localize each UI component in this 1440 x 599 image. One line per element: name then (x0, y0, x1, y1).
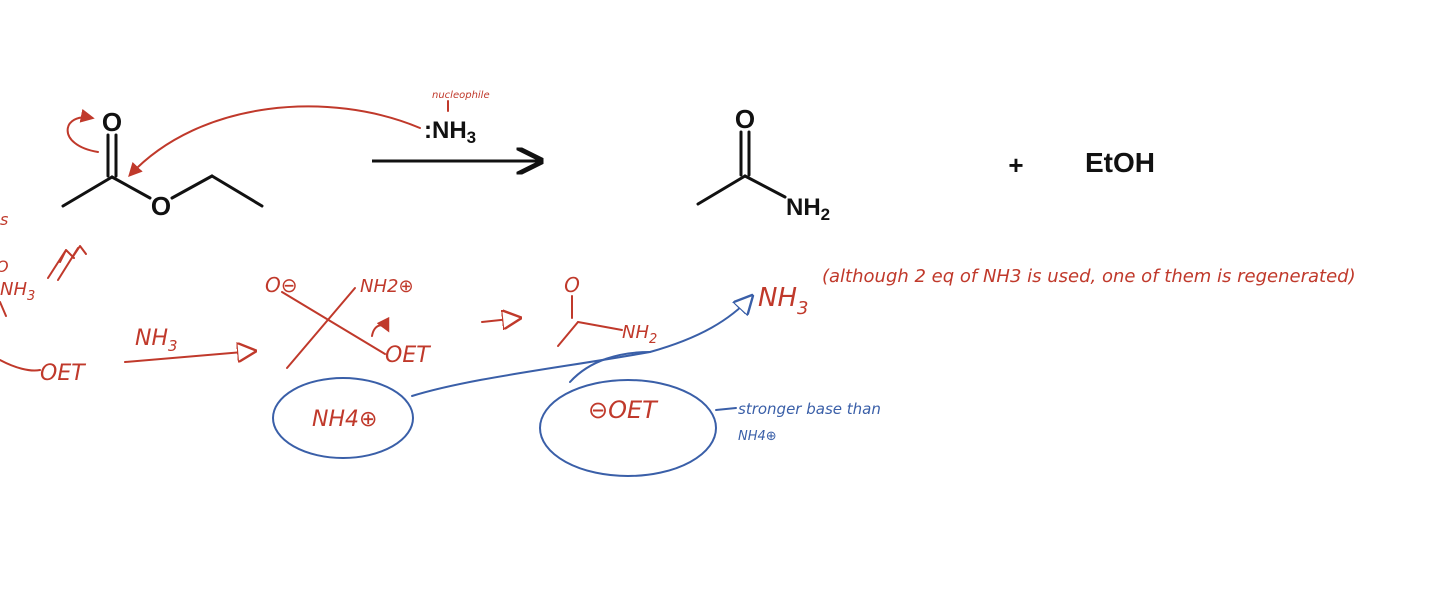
left-side-mark: s (0, 210, 8, 229)
intermediate-bond-2 (281, 291, 386, 355)
ethoxide-circle (539, 379, 717, 477)
leaving-group-arrow (371, 316, 390, 337)
proton-transfer-arrow (411, 296, 752, 397)
product-bond-c-n (743, 174, 787, 199)
base-note-line-1: stronger base than (738, 400, 881, 418)
mechanism-product-cn (577, 321, 623, 331)
product-nh2: NH2 (786, 194, 830, 224)
step-arrow-2 (481, 318, 520, 322)
left-o-mark: O (0, 257, 9, 276)
nucleophilic-attack-arrow (128, 105, 421, 178)
left-oet: OET (40, 361, 86, 386)
product-oxygen: O (735, 104, 755, 134)
ester-oxygen: O (151, 191, 171, 221)
intermediate-o-minus: O⊖ (265, 273, 298, 297)
left-stroke (0, 301, 7, 317)
plus-sign: + (1008, 150, 1023, 180)
step-arrow-1 (124, 351, 255, 363)
bond-ethyl (210, 174, 264, 208)
bond-methyl (61, 175, 114, 208)
mechanism-product: O NH2 (557, 273, 657, 347)
reagent-nh3: :NH3 (424, 117, 476, 147)
regeneration-note: (although 2 eq of NH3 is used, one of th… (822, 266, 1356, 287)
bond-o-ch2 (170, 174, 214, 200)
left-nh3: NH3 (0, 279, 35, 304)
nh4-circle (272, 377, 414, 459)
ethoxide-label: ⊖OET (588, 396, 659, 424)
nh4-label: NH4⊕ (312, 407, 377, 432)
reactant-ethyl-acetate: O O (61, 107, 264, 221)
left-bond-stroke (0, 359, 41, 372)
bond-c-o (110, 175, 152, 200)
base-note-pointer (715, 407, 737, 411)
product-acetamide: O NH2 (696, 104, 830, 224)
product-bond-methyl (696, 174, 747, 206)
nucleophile-note: nucleophile (432, 90, 490, 101)
regenerated-nh3: NH3 (758, 283, 808, 319)
carbonyl-push-arrow (66, 108, 99, 153)
step-nh3: NH3 (135, 326, 178, 355)
mechanism-product-nh2: NH2 (622, 322, 657, 347)
base-note-line-2: NH4⊕ (738, 429, 777, 444)
proton-transfer-arrow-tail (569, 351, 651, 383)
mechanism-product-cme (557, 321, 579, 347)
equilibrium-arrows (47, 245, 87, 281)
byproduct-etoh: EtOH (1085, 147, 1155, 178)
intermediate-oet: OET (385, 343, 431, 368)
tetrahedral-intermediate: O⊖ NH2⊕ OET (265, 273, 431, 369)
carbonyl-oxygen: O (102, 107, 122, 137)
mechanism-product-o: O (564, 273, 580, 297)
intermediate-bond-1 (286, 287, 356, 369)
intermediate-nh2: NH2⊕ (360, 276, 414, 297)
